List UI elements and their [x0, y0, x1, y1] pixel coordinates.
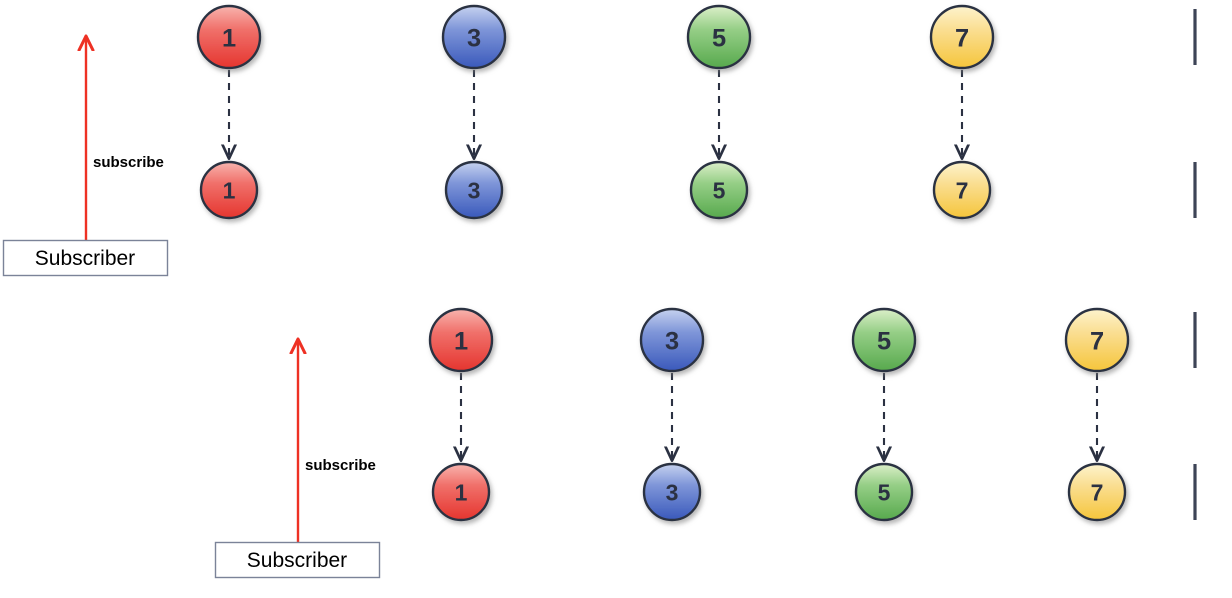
subscriber-box-label: Subscriber [35, 247, 135, 270]
source-marble-7[interactable]: 7 [1064, 307, 1130, 373]
marble-circle-blue[interactable] [444, 160, 504, 220]
marble-circle-red[interactable] [199, 160, 259, 220]
subscriber-box-frame[interactable] [214, 541, 381, 579]
marble-circle-blue[interactable] [639, 307, 705, 373]
marble-value-label: 5 [877, 327, 891, 355]
marble-value-label: 1 [454, 327, 468, 355]
marble-circle-blue[interactable] [441, 4, 507, 70]
marble-value-label: 3 [467, 24, 481, 52]
source-marble-7[interactable]: 7 [929, 4, 995, 70]
result-timeline [0, 162, 1224, 218]
marble-value-label: 3 [468, 177, 481, 203]
subscribe-label: subscribe [93, 154, 164, 171]
result-marble-3[interactable]: 3 [642, 462, 702, 522]
subscriber-box[interactable]: Subscriber [214, 541, 381, 579]
source-marble-3[interactable]: 3 [639, 307, 705, 373]
result-marble-5[interactable]: 5 [854, 462, 914, 522]
result-marble-1[interactable]: 1 [199, 160, 259, 220]
marble-circle-green[interactable] [854, 462, 914, 522]
result-marble-1[interactable]: 1 [431, 462, 491, 522]
marble-circle-yellow[interactable] [932, 160, 992, 220]
marble-value-label: 3 [665, 327, 679, 355]
marble-value-label: 3 [666, 479, 679, 505]
marble-circle-red[interactable] [196, 4, 262, 70]
marble-circle-red[interactable] [431, 462, 491, 522]
marble-circle-yellow[interactable] [1064, 307, 1130, 373]
marble-circle-yellow[interactable] [1067, 462, 1127, 522]
source-marble-3[interactable]: 3 [441, 4, 507, 70]
marble-value-label: 5 [713, 177, 726, 203]
marble-circle-green[interactable] [689, 160, 749, 220]
result-marble-3[interactable]: 3 [444, 160, 504, 220]
subscribe-label: subscribe [305, 457, 376, 474]
source-marble-5[interactable]: 5 [686, 4, 752, 70]
source-timeline [0, 312, 1224, 368]
subscriber-box-label: Subscriber [247, 549, 347, 572]
subscriber-box-frame[interactable] [2, 239, 169, 277]
marble-value-label: 1 [223, 177, 236, 203]
marble-circle-yellow[interactable] [929, 4, 995, 70]
result-marble-7[interactable]: 7 [1067, 462, 1127, 522]
marble-circle-red[interactable] [428, 307, 494, 373]
source-timeline [0, 9, 1224, 65]
marble-value-label: 7 [956, 177, 969, 203]
marble-value-label: 7 [1091, 479, 1104, 505]
result-marble-5[interactable]: 5 [689, 160, 749, 220]
marble-circle-blue[interactable] [642, 462, 702, 522]
marble-value-label: 5 [878, 479, 891, 505]
result-timeline [0, 464, 1224, 520]
marble-circle-green[interactable] [686, 4, 752, 70]
marble-value-label: 1 [222, 24, 236, 52]
marble-circle-green[interactable] [851, 307, 917, 373]
marble-value-label: 7 [955, 24, 969, 52]
source-marble-1[interactable]: 1 [428, 307, 494, 373]
marble-value-label: 5 [712, 24, 726, 52]
source-marble-5[interactable]: 5 [851, 307, 917, 373]
subscriber-box[interactable]: Subscriber [2, 239, 169, 277]
result-marble-7[interactable]: 7 [932, 160, 992, 220]
marble-value-label: 1 [455, 479, 468, 505]
source-marble-1[interactable]: 1 [196, 4, 262, 70]
marble-value-label: 7 [1090, 327, 1104, 355]
